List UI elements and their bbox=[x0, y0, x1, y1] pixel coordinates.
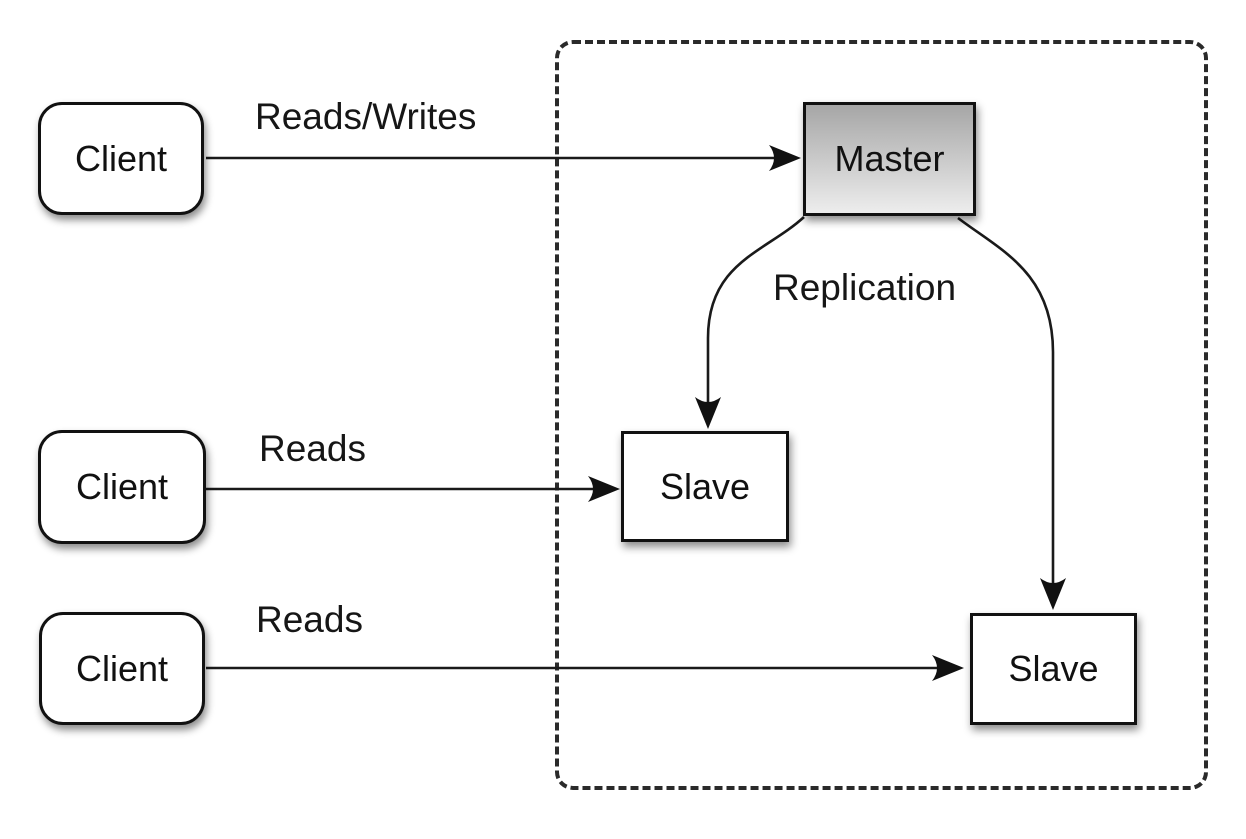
arrow-reads-bottom-head bbox=[932, 655, 964, 681]
arrow-reads-top-head bbox=[588, 476, 620, 502]
node-master: Master bbox=[803, 102, 976, 216]
edge-label-reads-top: Reads bbox=[259, 428, 366, 469]
arrow-replication-right-head bbox=[1040, 578, 1066, 610]
node-slave-1: Slave bbox=[621, 431, 789, 542]
node-slave-1-label: Slave bbox=[659, 465, 751, 507]
node-client-2-label: Client bbox=[75, 466, 169, 507]
node-client-2: Client bbox=[38, 430, 206, 544]
node-master-label: Master bbox=[834, 138, 945, 179]
replication-cluster-boundary bbox=[555, 40, 1208, 790]
node-client-3-label: Client bbox=[75, 647, 169, 689]
node-client-3: Client bbox=[39, 612, 205, 725]
node-client-1: Client bbox=[38, 102, 204, 215]
arrow-replication-left-head bbox=[695, 397, 721, 429]
arrow-replication-left-line bbox=[706, 216, 805, 402]
node-client-1-label: Client bbox=[74, 137, 168, 179]
arrow-reads-writes-head bbox=[769, 145, 801, 171]
edge-label-reads-writes: Reads/Writes bbox=[255, 96, 477, 137]
node-slave-2: Slave bbox=[970, 613, 1137, 725]
edge-label-replication: Replication bbox=[773, 267, 957, 308]
node-slave-2-label: Slave bbox=[1008, 648, 1099, 689]
arrow-replication-right-line bbox=[957, 216, 1055, 583]
edge-label-reads-bottom: Reads bbox=[256, 599, 363, 640]
